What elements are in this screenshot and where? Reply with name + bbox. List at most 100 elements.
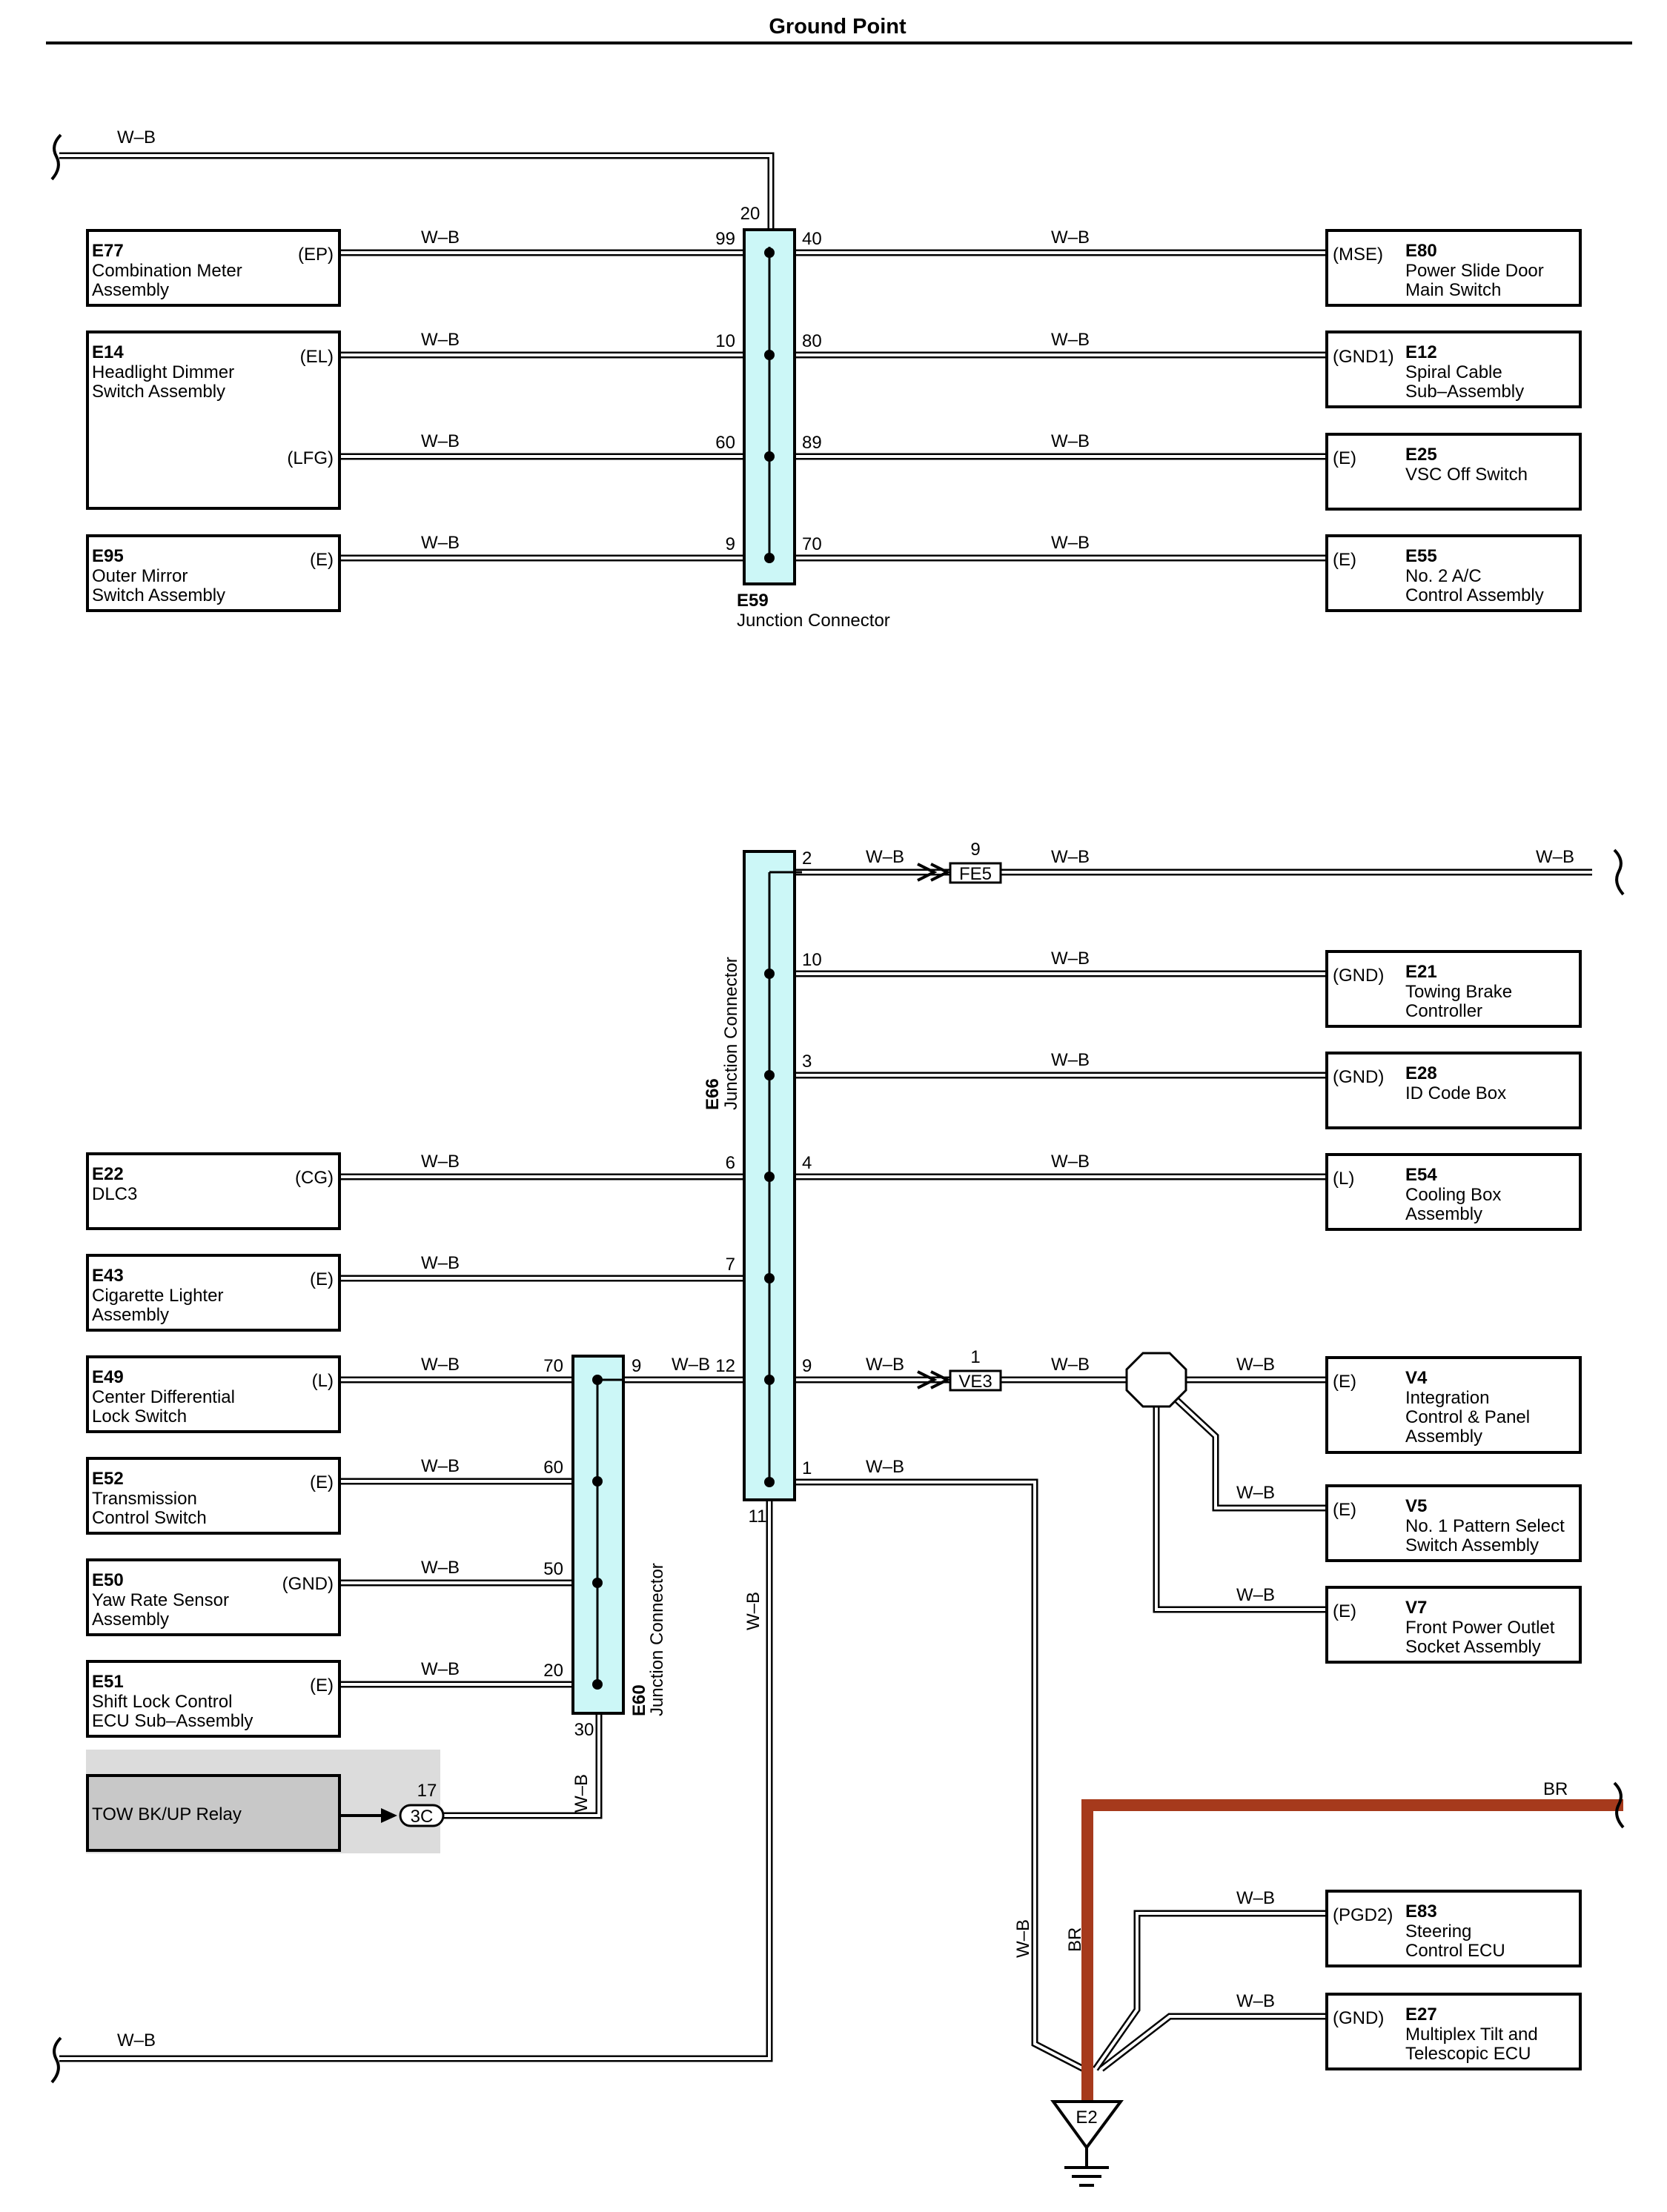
svg-text:3: 3 xyxy=(802,1052,812,1072)
svg-text:E49: E49 xyxy=(92,1367,124,1387)
component-e95: E95 Outer Mirror Switch Assembly (E) xyxy=(86,534,341,612)
component-e83: (PGD2) E83 Steering Control ECU xyxy=(1325,1890,1582,1967)
svg-text:Assembly: Assembly xyxy=(1405,1204,1482,1224)
svg-text:1: 1 xyxy=(970,1347,980,1367)
svg-text:60: 60 xyxy=(543,1458,563,1478)
svg-text:Sub–Assembly: Sub–Assembly xyxy=(1405,382,1524,402)
svg-text:V5: V5 xyxy=(1405,1496,1427,1516)
wire-top-feed xyxy=(59,152,775,230)
svg-text:Cigarette Lighter: Cigarette Lighter xyxy=(92,1286,223,1306)
svg-text:(CG): (CG) xyxy=(295,1168,334,1188)
wires-splice-branches xyxy=(1153,1393,1327,1613)
component-e28: (GND) E28 ID Code Box xyxy=(1325,1052,1582,1129)
svg-text:E50: E50 xyxy=(92,1570,124,1590)
svg-text:(E): (E) xyxy=(310,1675,334,1695)
component-e51: E51 Shift Lock Control ECU Sub–Assembly … xyxy=(86,1660,341,1738)
svg-text:(E): (E) xyxy=(1333,1500,1356,1520)
svg-text:Assembly: Assembly xyxy=(92,280,169,300)
component-e50: E50 Yaw Rate Sensor Assembly (GND) xyxy=(86,1558,341,1636)
inline-connector-fe5: FE5 9 xyxy=(917,840,1002,884)
svg-text:No. 2 A/C: No. 2 A/C xyxy=(1405,566,1482,586)
svg-text:(LFG): (LFG) xyxy=(287,448,334,468)
svg-text:E60: E60 xyxy=(629,1684,649,1716)
svg-text:20: 20 xyxy=(543,1661,563,1681)
svg-text:E55: E55 xyxy=(1405,546,1437,566)
svg-text:Center Differential: Center Differential xyxy=(92,1387,235,1407)
svg-text:9: 9 xyxy=(970,840,980,860)
wire-label: BR xyxy=(1543,1779,1568,1799)
svg-text:W–B: W–B xyxy=(1536,847,1574,867)
wire-label: W–B xyxy=(117,2030,156,2050)
svg-text:(E): (E) xyxy=(1333,1372,1356,1392)
svg-text:VSC Off Switch: VSC Off Switch xyxy=(1405,465,1528,485)
junction-name: Junction Connector xyxy=(737,611,890,631)
wire-label: BR xyxy=(1065,1927,1085,1952)
svg-text:Outer Mirror: Outer Mirror xyxy=(92,566,188,586)
svg-text:W–B: W–B xyxy=(421,227,460,248)
svg-text:(EP): (EP) xyxy=(298,245,334,265)
svg-text:Assembly: Assembly xyxy=(92,1305,169,1325)
splice-point xyxy=(1125,1352,1187,1408)
svg-text:Transmission: Transmission xyxy=(92,1489,197,1509)
svg-text:W–B: W–B xyxy=(421,330,460,350)
component-e55: (E) E55 No. 2 A/C Control Assembly xyxy=(1325,534,1582,612)
component-e49: E49 Center Differential Lock Switch (L) xyxy=(86,1355,341,1433)
svg-text:Power Slide Door: Power Slide Door xyxy=(1405,261,1544,281)
svg-text:Assembly: Assembly xyxy=(92,1610,169,1630)
svg-text:Front Power Outlet: Front Power Outlet xyxy=(1405,1618,1555,1638)
svg-text:E83: E83 xyxy=(1405,1902,1437,1922)
component-e43: E43 Cigarette Lighter Assembly (E) xyxy=(86,1254,341,1332)
wire-break-symbol xyxy=(50,133,62,181)
svg-text:7: 7 xyxy=(726,1255,735,1275)
svg-text:6: 6 xyxy=(726,1153,735,1173)
svg-text:Switch Assembly: Switch Assembly xyxy=(1405,1535,1539,1555)
svg-text:E14: E14 xyxy=(92,342,124,362)
svg-text:E54: E54 xyxy=(1405,1165,1437,1185)
svg-text:Spiral Cable: Spiral Cable xyxy=(1405,362,1502,382)
svg-text:W–B: W–B xyxy=(1236,1483,1275,1503)
svg-text:Junction Connector: Junction Connector xyxy=(647,1563,667,1716)
svg-text:12: 12 xyxy=(715,1356,735,1376)
tow-backup-relay: TOW BK/UP Relay 3C 17 xyxy=(86,1750,445,1853)
svg-text:E43: E43 xyxy=(92,1266,124,1286)
svg-text:9: 9 xyxy=(726,534,735,554)
svg-text:(GND): (GND) xyxy=(282,1574,334,1594)
svg-text:Steering: Steering xyxy=(1405,1922,1471,1942)
svg-text:Towing Brake: Towing Brake xyxy=(1405,982,1512,1002)
svg-text:W–B: W–B xyxy=(421,1456,460,1476)
svg-text:W–B: W–B xyxy=(571,1774,591,1813)
svg-text:W–B: W–B xyxy=(866,847,904,867)
svg-text:(GND): (GND) xyxy=(1333,966,1384,986)
component-e77: E77 Combination Meter Assembly (EP) xyxy=(86,229,341,307)
wire-label: W–B xyxy=(743,1592,763,1630)
svg-text:W–B: W–B xyxy=(1051,1355,1090,1375)
svg-text:E66: E66 xyxy=(703,1078,723,1110)
svg-text:E12: E12 xyxy=(1405,342,1437,362)
ground-symbol-e2: E2 xyxy=(1050,2100,1124,2187)
svg-text:Combination Meter: Combination Meter xyxy=(92,261,242,281)
svg-text:No. 1 Pattern Select: No. 1 Pattern Select xyxy=(1405,1516,1565,1536)
svg-text:W–B: W–B xyxy=(1236,1888,1275,1908)
wire-break-symbol xyxy=(1613,1781,1625,1829)
svg-text:(E): (E) xyxy=(310,1269,334,1289)
wire-break-symbol xyxy=(1613,848,1625,896)
wires-top-rows xyxy=(339,249,1327,562)
component-e52: E52 Transmission Control Switch (E) xyxy=(86,1457,341,1535)
svg-text:TOW BK/UP Relay: TOW BK/UP Relay xyxy=(92,1804,242,1824)
svg-text:10: 10 xyxy=(715,331,735,351)
svg-text:Control Assembly: Control Assembly xyxy=(1405,585,1544,605)
component-v4: (E) V4 Integration Control & Panel Assem… xyxy=(1325,1356,1582,1454)
svg-text:Integration: Integration xyxy=(1405,1388,1489,1408)
svg-text:V4: V4 xyxy=(1405,1368,1428,1388)
svg-text:(L): (L) xyxy=(1333,1169,1354,1189)
svg-text:11: 11 xyxy=(749,1507,767,1527)
svg-text:(PGD2): (PGD2) xyxy=(1333,1905,1393,1925)
wires-e60-left xyxy=(339,1478,603,1819)
svg-text:W–B: W–B xyxy=(421,1659,460,1679)
svg-text:W–B: W–B xyxy=(672,1355,710,1375)
svg-text:60: 60 xyxy=(715,433,735,453)
svg-text:(GND): (GND) xyxy=(1333,2008,1384,2028)
svg-text:(E): (E) xyxy=(1333,550,1356,570)
svg-text:Switch Assembly: Switch Assembly xyxy=(92,585,225,605)
